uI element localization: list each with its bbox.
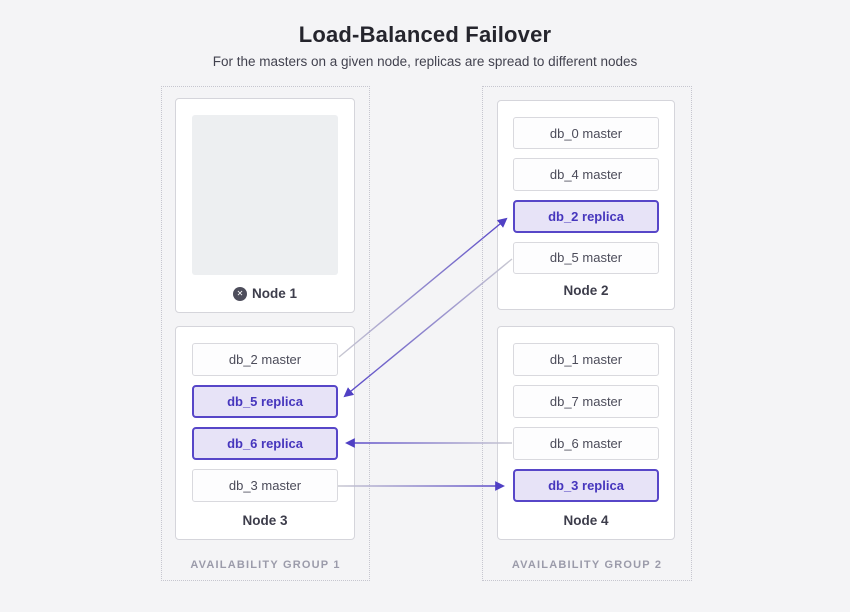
node-2-label: Node 2 <box>563 283 608 309</box>
db-box-db_6-replica: db_6 replica <box>192 427 338 460</box>
db-box-db_5-replica: db_5 replica <box>192 385 338 418</box>
node-1-card: Node 1 <box>175 98 355 313</box>
db-box-db_2-replica: db_2 replica <box>513 199 659 233</box>
node-1-name: Node 1 <box>251 286 297 301</box>
db-box-db_7-master: db_7 master <box>513 385 659 418</box>
x-circle-icon <box>232 286 247 301</box>
node-4-label: Node 4 <box>563 513 608 539</box>
node-2-name: Node 2 <box>563 283 609 298</box>
node-2-card: db_0 master db_4 master db_2 replica db_… <box>497 100 675 310</box>
node-3-card: db_2 master db_5 replica db_6 replica db… <box>175 326 355 540</box>
db-box-db_6-master: db_6 master <box>513 427 659 460</box>
db-box-db_5-master: db_5 master <box>513 241 659 274</box>
node-1-label: Node 1 <box>232 286 297 312</box>
node-1-failed-placeholder <box>192 115 338 275</box>
node-4-name: Node 4 <box>563 513 609 528</box>
db-box-db_3-master: db_3 master <box>192 469 338 502</box>
diagram-header: Load-Balanced Failover For the masters o… <box>0 0 850 69</box>
db-box-db_0-master: db_0 master <box>513 117 659 150</box>
db-box-db_3-replica: db_3 replica <box>513 469 659 502</box>
db-box-db_1-master: db_1 master <box>513 343 659 376</box>
availability-group-2-label: AVAILABILITY GROUP 2 <box>511 559 663 571</box>
node-4-card: db_1 master db_7 master db_6 master db_3… <box>497 326 675 540</box>
node-3-label: Node 3 <box>242 513 287 539</box>
db-box-db_2-master: db_2 master <box>192 343 338 376</box>
db-box-db_4-master: db_4 master <box>513 158 659 191</box>
availability-group-1-label: AVAILABILITY GROUP 1 <box>190 559 341 571</box>
node-3-name: Node 3 <box>242 513 288 528</box>
page-subtitle: For the masters on a given node, replica… <box>212 54 638 69</box>
page-title: Load-Balanced Failover <box>298 22 552 47</box>
